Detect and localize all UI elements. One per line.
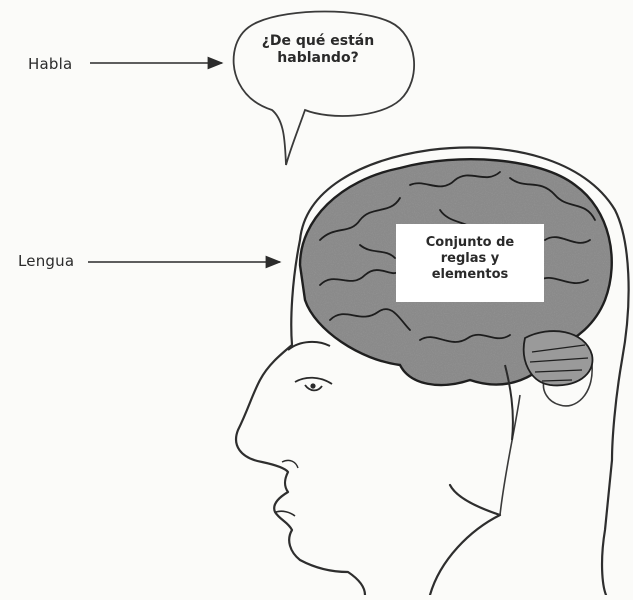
label-habla: Habla: [28, 55, 72, 73]
brow: [288, 342, 330, 350]
speech-bubble-line-1: ¿De qué están: [238, 33, 398, 50]
nostril: [282, 460, 298, 468]
label-lengua: Lengua: [18, 252, 74, 270]
brain-box-line-1: Conjunto de: [402, 235, 538, 251]
speech-bubble-line-2: hablando?: [238, 50, 398, 67]
cerebellum: [524, 331, 593, 385]
brain-box-text: Conjunto de reglas y elementos: [402, 235, 538, 283]
neck-line: [500, 395, 520, 515]
brain-box-line-3: elementos: [402, 267, 538, 283]
speech-bubble-text: ¿De qué están hablando?: [238, 33, 398, 67]
brain-box-line-2: reglas y: [402, 251, 538, 267]
